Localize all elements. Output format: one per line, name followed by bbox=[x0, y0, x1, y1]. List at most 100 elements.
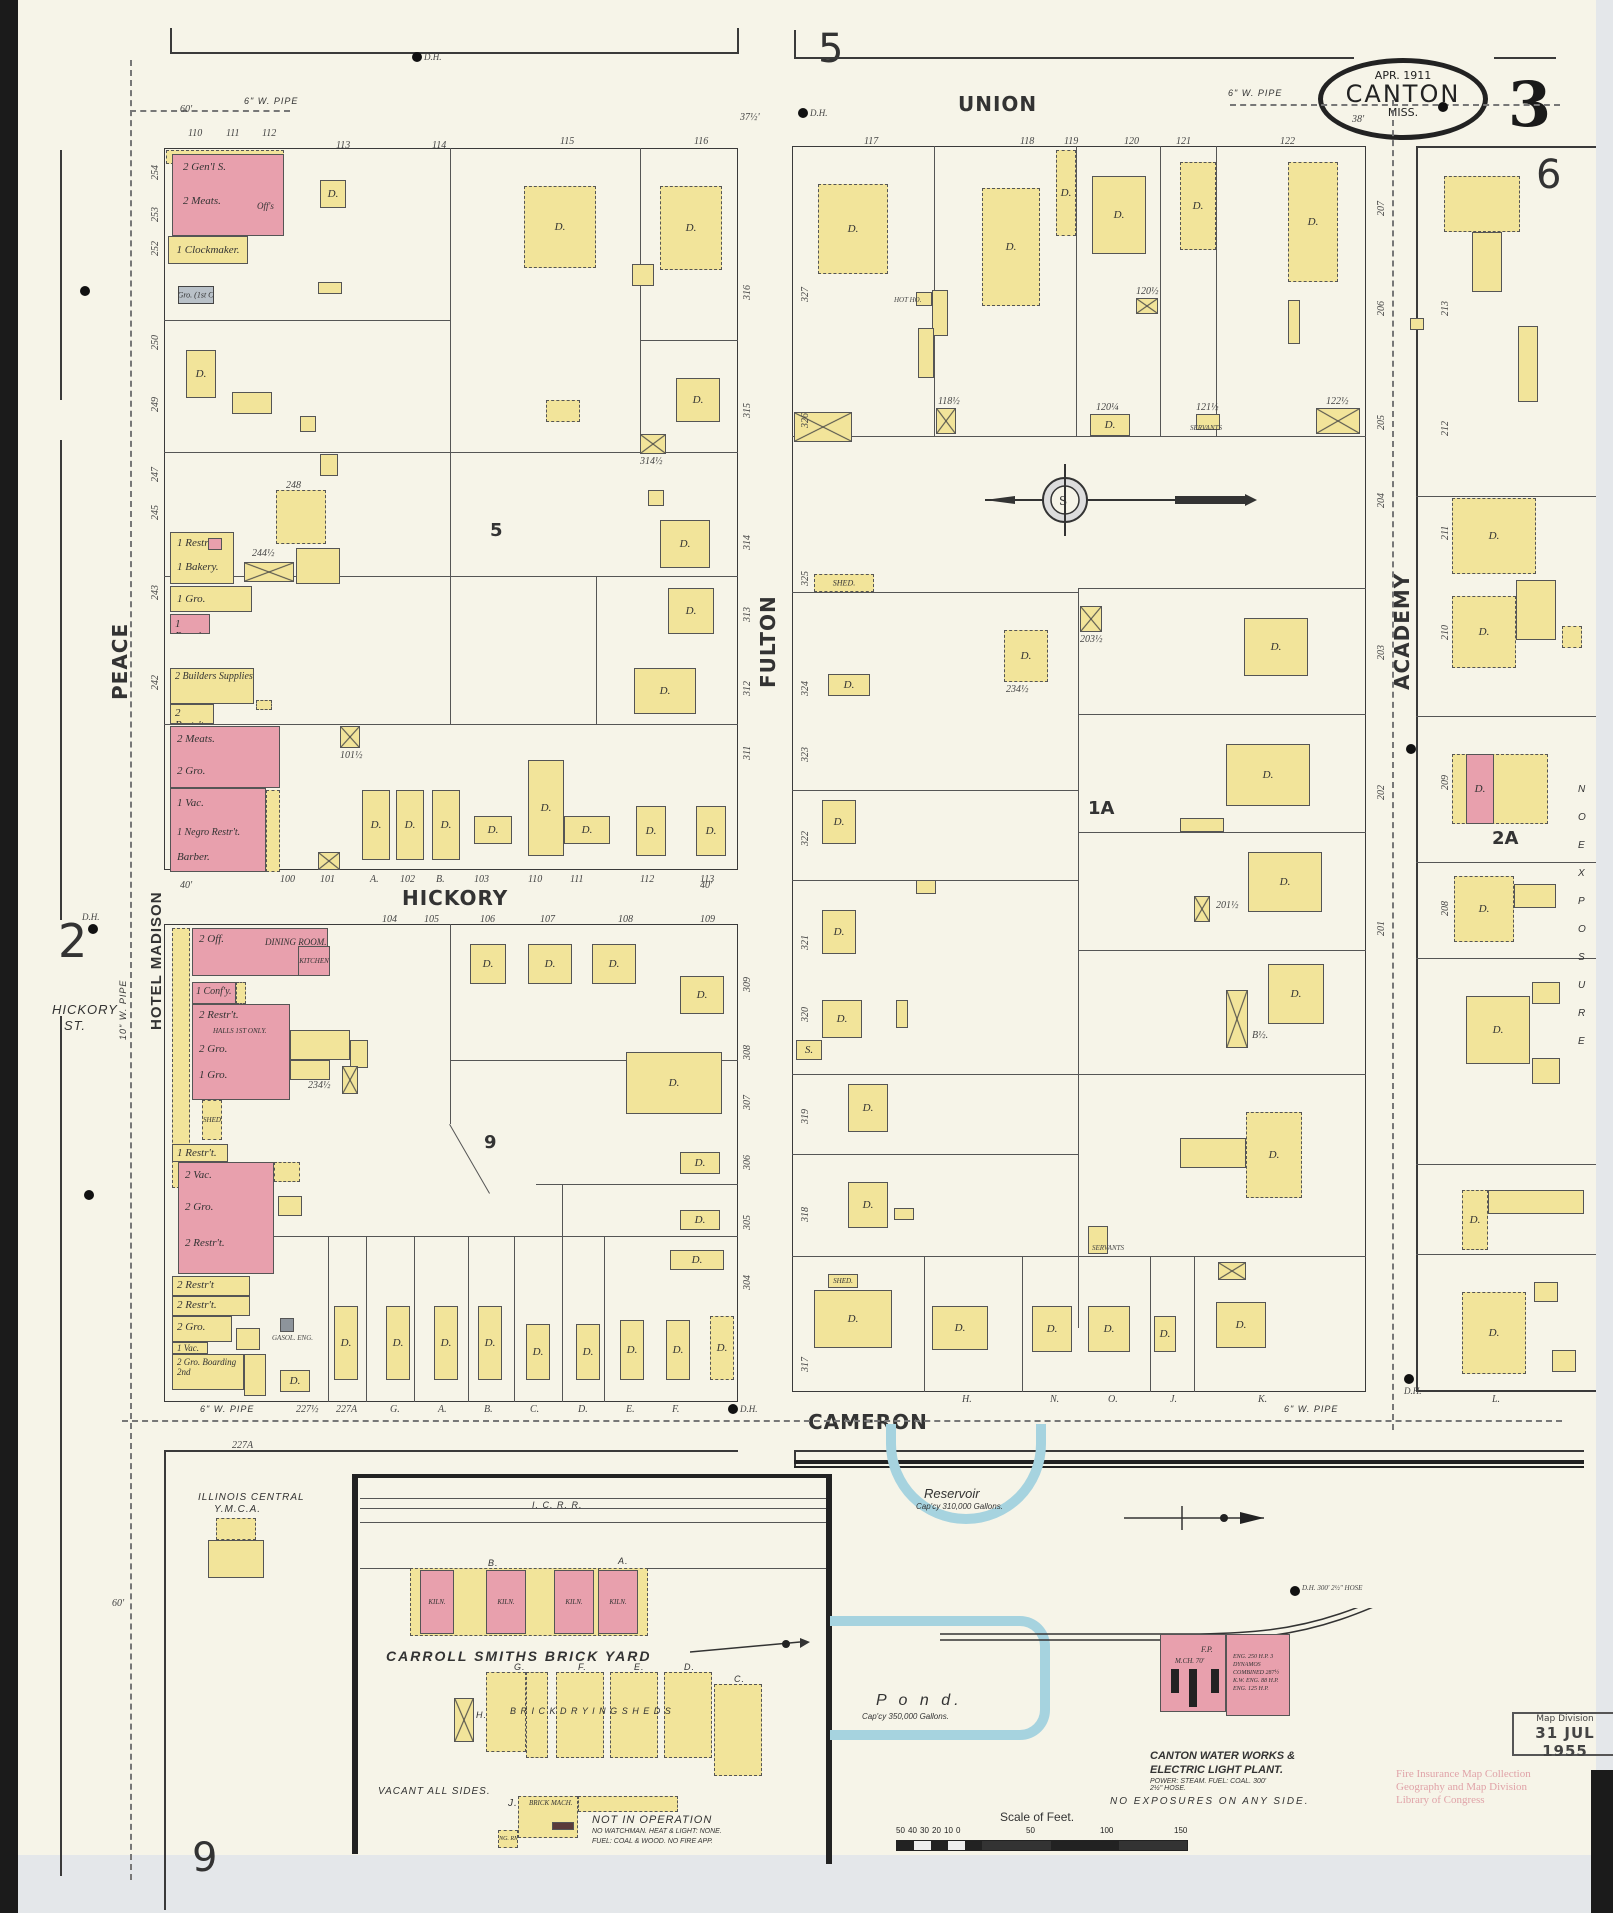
frame-building-restaurant-bakery[interactable]: 1 Restr't. 1 Bakery. bbox=[170, 532, 234, 584]
dwelling[interactable]: D. bbox=[1462, 1190, 1488, 1250]
outbuilding[interactable] bbox=[318, 282, 342, 294]
dwelling[interactable]: D. bbox=[1454, 876, 1514, 942]
ymca-building[interactable] bbox=[216, 1518, 256, 1540]
frame-building[interactable] bbox=[290, 1060, 330, 1080]
dwelling[interactable]: D. bbox=[362, 790, 390, 860]
brick-building-restaurant-grocery[interactable]: 2 Restr't. HALLS 1ST ONLY. 2 Gro. 1 Gro. bbox=[192, 1004, 290, 1100]
dwelling[interactable]: D. bbox=[396, 790, 424, 860]
dwelling[interactable]: D. bbox=[1154, 1316, 1176, 1352]
outbuilding[interactable] bbox=[932, 290, 948, 336]
dwelling[interactable]: D. bbox=[710, 1316, 734, 1380]
gasoline-engine-house[interactable] bbox=[280, 1318, 294, 1332]
shed[interactable] bbox=[578, 1796, 678, 1812]
dwelling-wing[interactable] bbox=[1488, 1190, 1584, 1214]
shed[interactable] bbox=[454, 1698, 474, 1742]
building[interactable] bbox=[276, 490, 326, 544]
frame-building[interactable] bbox=[274, 1162, 300, 1182]
dwelling[interactable]: D. bbox=[620, 1320, 644, 1380]
drying-shed[interactable] bbox=[664, 1672, 712, 1758]
dwelling[interactable]: D. bbox=[334, 1306, 358, 1380]
dwelling[interactable]: D. bbox=[814, 1290, 892, 1348]
dwelling[interactable]: D. bbox=[1462, 1292, 1526, 1374]
outbuilding[interactable] bbox=[1518, 326, 1538, 402]
frame-building-grocery[interactable]: 2 Gro. bbox=[172, 1316, 232, 1342]
dwelling[interactable]: D. bbox=[668, 588, 714, 634]
dwelling[interactable]: D. bbox=[386, 1306, 410, 1380]
dwelling[interactable]: D. bbox=[680, 1152, 720, 1174]
dwelling[interactable]: D. bbox=[1226, 744, 1310, 806]
dwelling[interactable]: D. bbox=[660, 520, 710, 568]
dwelling[interactable]: D. bbox=[982, 188, 1040, 306]
outbuilding[interactable] bbox=[896, 1000, 908, 1028]
frame-building[interactable] bbox=[266, 790, 280, 872]
outbuilding[interactable] bbox=[1552, 1350, 1576, 1372]
dwelling[interactable]: D. bbox=[676, 378, 720, 422]
dwelling[interactable]: D. bbox=[1246, 1112, 1302, 1198]
dwelling[interactable]: D. bbox=[680, 976, 724, 1014]
shed[interactable]: SHED. bbox=[814, 574, 874, 592]
shed[interactable] bbox=[1136, 298, 1158, 314]
shed[interactable]: SHED bbox=[202, 1100, 222, 1140]
dwelling[interactable]: D. bbox=[1452, 596, 1516, 668]
servants-quarters[interactable] bbox=[1088, 1226, 1108, 1254]
store[interactable]: S. bbox=[796, 1040, 822, 1060]
outbuilding[interactable] bbox=[632, 264, 654, 286]
dwelling[interactable]: D. bbox=[634, 668, 696, 714]
frame-building[interactable] bbox=[244, 1354, 266, 1396]
dwelling[interactable]: D. bbox=[186, 350, 216, 398]
frame-building-restaurant[interactable]: 2 Restr't bbox=[172, 1276, 250, 1296]
dwelling[interactable]: D. bbox=[1244, 618, 1308, 676]
dwelling[interactable]: D. bbox=[1288, 162, 1338, 282]
outbuilding[interactable] bbox=[256, 700, 272, 710]
frame-building-restaurant[interactable]: 2 Restr't. bbox=[170, 704, 214, 724]
adjacent-sheet-5[interactable]: 5 bbox=[818, 26, 844, 72]
dwelling[interactable]: D. bbox=[592, 944, 636, 984]
water-works-engine-room[interactable]: ENG. 250 H.P. 3 DYNAMOS COMBINED 287½ K.… bbox=[1226, 1634, 1290, 1716]
dwelling[interactable]: D. bbox=[848, 1182, 888, 1228]
shed[interactable] bbox=[936, 408, 956, 434]
dwelling[interactable]: D. bbox=[822, 1000, 862, 1038]
brick-building-meats-grocery[interactable]: 2 Meats. 2 Gro. bbox=[170, 726, 280, 788]
brick-building-vac-gro-restrt[interactable]: 2 Vac. 2 Gro. 2 Restr't. bbox=[178, 1162, 274, 1274]
dwelling[interactable]: D. bbox=[478, 1306, 502, 1380]
kiln[interactable]: KILN. bbox=[598, 1570, 638, 1634]
brick-building-confectionery[interactable]: 1 Conf'y. bbox=[192, 982, 236, 1004]
drying-shed[interactable] bbox=[486, 1672, 526, 1752]
servants-quarters[interactable] bbox=[1196, 414, 1220, 430]
brick-building-gen-store[interactable]: 2 Gen'l S. 2 Meats. Off's bbox=[172, 154, 284, 236]
dwelling[interactable]: D. bbox=[848, 1084, 888, 1132]
shed[interactable] bbox=[342, 1066, 358, 1094]
shed[interactable] bbox=[318, 852, 340, 870]
dwelling[interactable]: D. bbox=[1216, 1302, 1266, 1348]
dwelling[interactable]: D. bbox=[474, 816, 512, 844]
dwelling[interactable]: D. bbox=[1088, 1306, 1130, 1352]
frame-building-restaurant[interactable]: 2 Restr't. bbox=[172, 1296, 250, 1316]
brick-building[interactable] bbox=[208, 538, 222, 550]
brick-dwelling[interactable]: D. bbox=[1466, 754, 1494, 824]
shed[interactable] bbox=[244, 562, 294, 582]
dwelling[interactable]: D. bbox=[636, 806, 666, 856]
dwelling[interactable]: D. bbox=[1248, 852, 1322, 912]
shed[interactable] bbox=[1218, 1262, 1246, 1280]
dwelling-wing[interactable] bbox=[1514, 884, 1556, 908]
dwelling[interactable]: D. bbox=[818, 184, 888, 274]
dwelling[interactable]: D. bbox=[626, 1052, 722, 1114]
outbuilding[interactable] bbox=[300, 416, 316, 432]
drying-shed[interactable] bbox=[610, 1672, 658, 1758]
dwelling[interactable]: D. bbox=[1268, 964, 1324, 1024]
frame-building-grocery[interactable]: 1 Gro. bbox=[170, 586, 252, 612]
dwelling[interactable]: D. bbox=[1180, 162, 1216, 250]
dwelling[interactable]: D. bbox=[828, 674, 870, 696]
shed[interactable] bbox=[640, 434, 666, 454]
shed[interactable] bbox=[1194, 896, 1210, 922]
dwelling[interactable]: D. bbox=[434, 1306, 458, 1380]
dwelling[interactable]: D. bbox=[576, 1324, 600, 1380]
outbuilding[interactable] bbox=[916, 880, 936, 894]
frame-building[interactable] bbox=[350, 1040, 368, 1068]
shed[interactable] bbox=[1080, 606, 1102, 632]
frame-building-clockmaker[interactable]: 1 Clockmaker. bbox=[168, 236, 248, 264]
dwelling-wing[interactable] bbox=[1180, 1138, 1246, 1168]
engine-room[interactable]: ENG. RM. bbox=[498, 1830, 518, 1848]
dwelling-wing[interactable] bbox=[1472, 232, 1502, 292]
dwelling[interactable]: D. bbox=[932, 1306, 988, 1350]
